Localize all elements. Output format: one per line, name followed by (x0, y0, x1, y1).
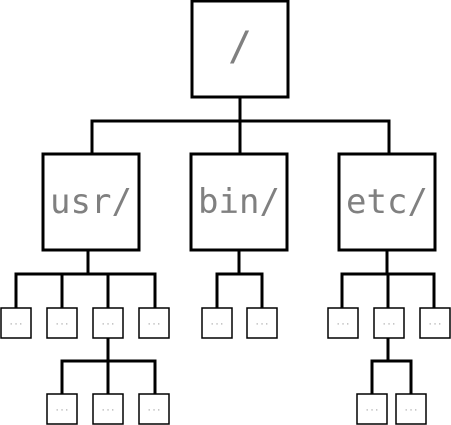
edge-usr-to-children (14, 248, 157, 308)
leaf-etc-3: ... (419, 307, 451, 339)
leaf-usr-3-1: ... (46, 393, 78, 425)
leaf-etc-3-label: ... (428, 318, 442, 327)
leaf-bin-2-label: ... (255, 318, 269, 327)
leaf-usr-3: ... (92, 307, 124, 339)
leaf-usr-2-label: ... (55, 318, 69, 327)
leaf-etc-2-2: ... (395, 393, 427, 425)
leaf-bin-1-label: ... (210, 318, 224, 327)
leaf-etc-2: ... (373, 307, 405, 339)
leaf-usr-3-3-label: ... (147, 404, 161, 413)
leaf-etc-2-label: ... (382, 318, 396, 327)
leaf-usr-1-label: ... (9, 318, 23, 327)
leaf-usr-2: ... (46, 307, 78, 339)
node-root-label: / (228, 24, 252, 70)
edge-usr-child-to-grandchildren (60, 336, 157, 396)
leaf-etc-2-1-label: ... (365, 404, 379, 413)
node-etc: etc/ (337, 152, 437, 252)
leaf-usr-3-label: ... (101, 318, 115, 327)
node-bin-label: bin/ (198, 182, 280, 222)
leaf-usr-4: ... (138, 307, 170, 339)
node-etc-label: etc/ (346, 182, 428, 222)
node-bin: bin/ (189, 152, 289, 252)
edge-etc-child-to-grandchildren (370, 336, 413, 396)
edge-etc-to-children (340, 248, 436, 308)
leaf-usr-3-3: ... (138, 393, 170, 425)
leaf-usr-3-2: ... (92, 393, 124, 425)
leaf-bin-2: ... (246, 307, 278, 339)
leaf-etc-2-2-label: ... (404, 404, 418, 413)
leaf-etc-1-label: ... (336, 318, 350, 327)
leaf-usr-4-label: ... (147, 318, 161, 327)
edge-bin-to-children (215, 248, 264, 308)
tree-edges (14, 95, 436, 396)
leaf-etc-1: ... (327, 307, 359, 339)
leaf-etc-2-1: ... (356, 393, 388, 425)
leaf-bin-1: ... (201, 307, 233, 339)
node-usr-label: usr/ (50, 182, 132, 222)
node-usr: usr/ (41, 152, 141, 252)
leaf-usr-3-2-label: ... (101, 404, 115, 413)
leaf-usr-1: ... (0, 307, 32, 339)
node-root: / (190, 0, 290, 99)
leaf-usr-3-1-label: ... (55, 404, 69, 413)
edge-root-to-dirs (90, 95, 391, 156)
